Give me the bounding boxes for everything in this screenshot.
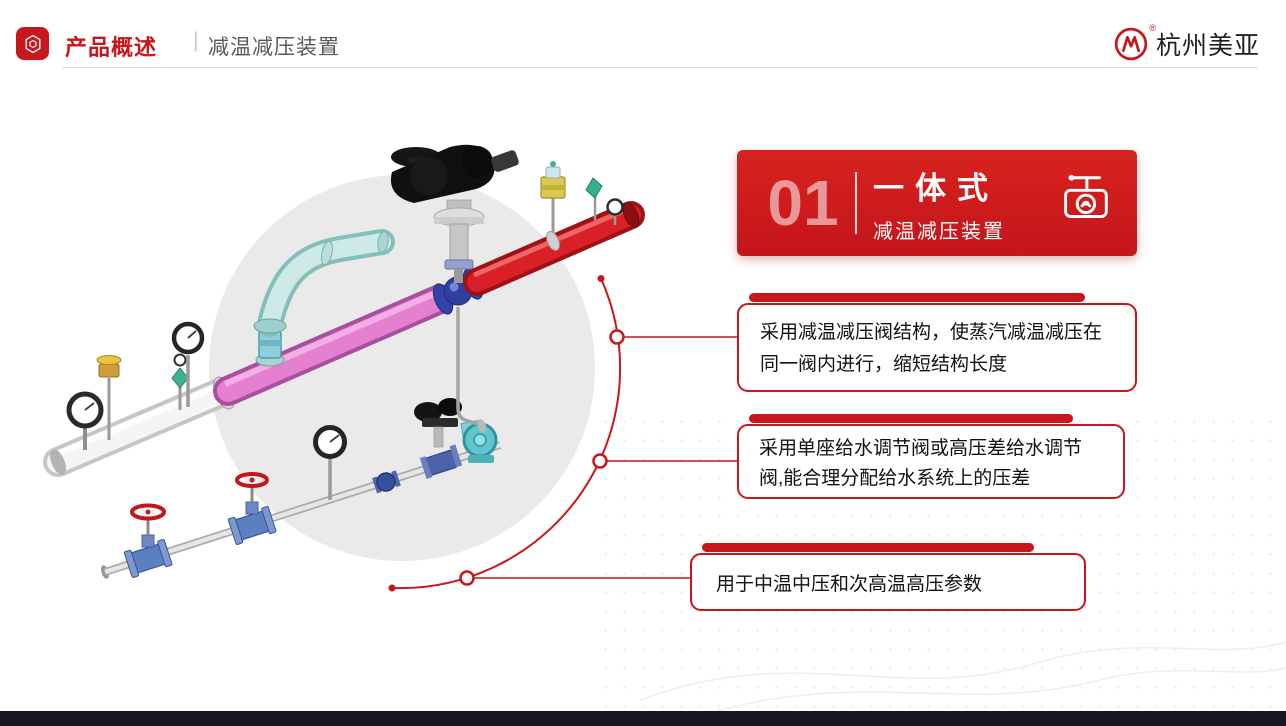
title-separator: | xyxy=(193,29,199,52)
page-title: 产品概述 xyxy=(65,35,158,60)
callout-text: 用于中温中压和次高温高压参数 xyxy=(716,573,983,595)
registered-mark: ® xyxy=(1149,23,1156,33)
banner-number: 01 xyxy=(767,167,839,239)
callout-text: 采用减温减压阀结构，使蒸汽减温减压在同一阀内进行，缩短结构长度 xyxy=(760,322,1103,375)
footer-bar xyxy=(0,711,1286,726)
callout-box-2: 采用单座给水调节阀或高压差给水调节阀,能合理分配给水系统上的压差 xyxy=(737,414,1125,499)
callout-box-1: 采用减温减压阀结构，使蒸汽减温减压在同一阀内进行，缩短结构长度 xyxy=(737,293,1137,392)
equipment-illustration xyxy=(43,144,645,579)
valve-icon xyxy=(1053,170,1115,237)
banner-divider xyxy=(855,172,857,234)
callout-box-3: 用于中温中压和次高温高压参数 xyxy=(690,543,1086,611)
brand-logo: ® 杭州美亚 xyxy=(1113,23,1260,62)
brand-m-icon: ® xyxy=(1113,23,1156,62)
banner-title: 一体式 xyxy=(873,170,999,206)
cube-icon xyxy=(16,27,49,60)
banner-texts: 一体式 减温减压装置 xyxy=(873,163,1005,244)
banner-subtitle: 减温减压装置 xyxy=(873,220,1005,243)
section-banner: 01 一体式 减温减压装置 xyxy=(737,150,1137,256)
brand-name: 杭州美亚 xyxy=(1155,32,1260,60)
header-divider-line xyxy=(62,67,1258,68)
callout-text: 采用单座给水调节阀或高压差给水调节阀,能合理分配给水系统上的压差 xyxy=(759,438,1083,489)
page-subtitle: 减温减压装置 xyxy=(208,36,340,59)
